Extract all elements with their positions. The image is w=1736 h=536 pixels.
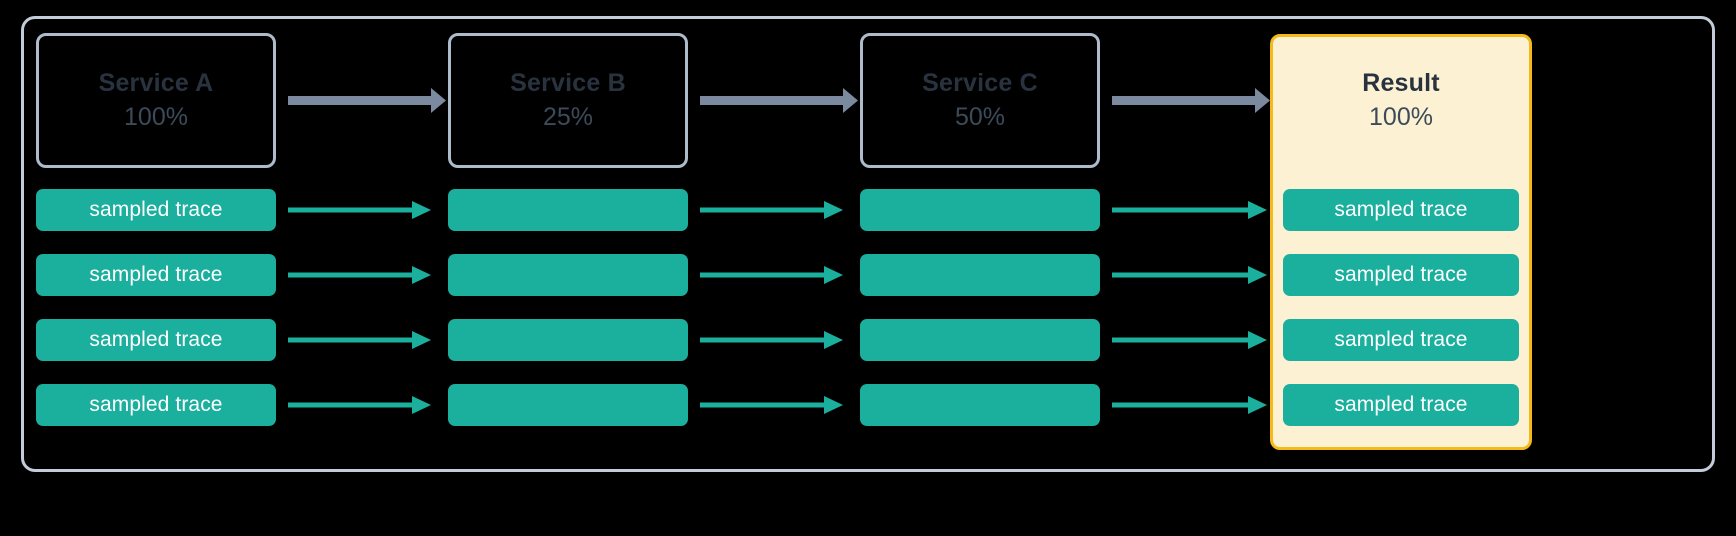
trace-bar-service-a-row-3[interactable]: sampled trace	[36, 319, 276, 361]
result-highlight-panel	[1270, 34, 1532, 450]
node-service-b-title: Service B	[510, 68, 626, 97]
trace-bar-label: sampled trace	[89, 393, 223, 416]
node-service-b-percent: 25%	[542, 102, 594, 131]
node-result-title: Result	[1362, 68, 1440, 97]
node-service-a-title: Service A	[98, 68, 214, 97]
node-result[interactable]: Result 100%	[1281, 33, 1521, 168]
trace-bar-service-b-row-3[interactable]	[448, 319, 688, 361]
node-service-c[interactable]: Service C 50%	[860, 33, 1100, 168]
trace-bar-label: sampled trace	[89, 328, 223, 351]
trace-bar-result-row-4[interactable]: sampled trace	[1283, 384, 1519, 426]
trace-bar-service-c-row-1[interactable]	[860, 189, 1100, 231]
trace-bar-label: sampled trace	[89, 198, 223, 221]
trace-bar-service-b-row-4[interactable]	[448, 384, 688, 426]
trace-bar-label: sampled trace	[1334, 263, 1468, 286]
trace-bar-service-c-row-2[interactable]	[860, 254, 1100, 296]
trace-bar-label: sampled trace	[89, 263, 223, 286]
trace-bar-label: sampled trace	[1334, 328, 1468, 351]
trace-bar-result-row-2[interactable]: sampled trace	[1283, 254, 1519, 296]
trace-bar-service-a-row-1[interactable]: sampled trace	[36, 189, 276, 231]
node-result-percent: 100%	[1369, 102, 1433, 131]
node-service-c-percent: 50%	[954, 102, 1006, 131]
node-service-a[interactable]: Service A 100%	[36, 33, 276, 168]
trace-bar-service-c-row-4[interactable]	[860, 384, 1100, 426]
trace-bar-service-a-row-4[interactable]: sampled trace	[36, 384, 276, 426]
trace-bar-service-c-row-3[interactable]	[860, 319, 1100, 361]
trace-bar-label: sampled trace	[1334, 198, 1468, 221]
node-service-a-percent: 100%	[124, 102, 188, 131]
trace-bar-service-b-row-1[interactable]	[448, 189, 688, 231]
trace-bar-service-a-row-2[interactable]: sampled trace	[36, 254, 276, 296]
diagram-outer-frame	[21, 16, 1715, 472]
node-service-c-title: Service C	[922, 68, 1038, 97]
node-service-b[interactable]: Service B 25%	[448, 33, 688, 168]
trace-bar-label: sampled trace	[1334, 393, 1468, 416]
trace-bar-result-row-3[interactable]: sampled trace	[1283, 319, 1519, 361]
trace-bar-result-row-1[interactable]: sampled trace	[1283, 189, 1519, 231]
trace-bar-service-b-row-2[interactable]	[448, 254, 688, 296]
